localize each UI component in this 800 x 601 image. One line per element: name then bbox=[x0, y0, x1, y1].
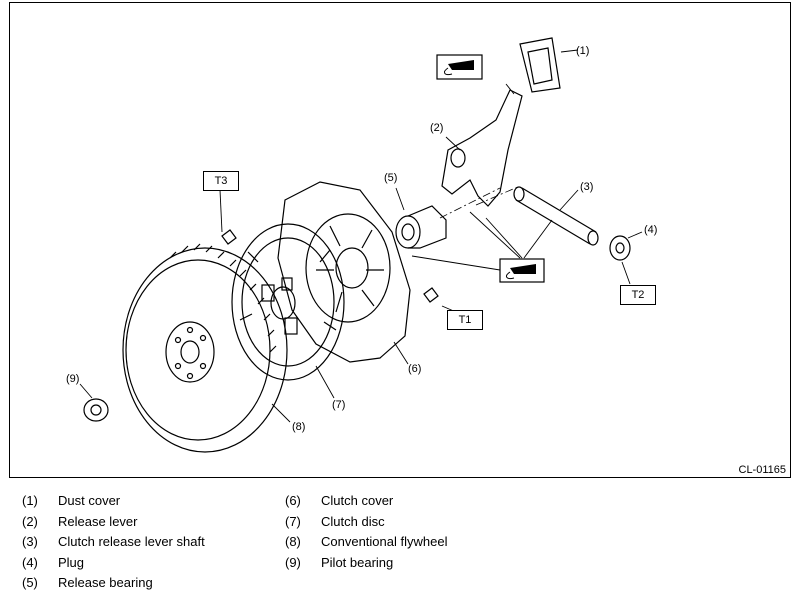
legend-item: (3)Clutch release lever shaft bbox=[22, 534, 205, 550]
clutch-cover-part bbox=[277, 181, 411, 363]
plug-part bbox=[609, 235, 631, 261]
legend-item: (7)Clutch disc bbox=[285, 513, 385, 529]
callout-2: (2) bbox=[430, 122, 443, 134]
callout-4: (4) bbox=[644, 224, 657, 236]
legend-item: (5)Release bearing bbox=[22, 575, 153, 591]
bolt-t3 bbox=[221, 229, 237, 245]
callout-9: (9) bbox=[66, 373, 79, 385]
legend-left: (1)Dust cover (2)Release lever (3)Clutch… bbox=[22, 493, 205, 596]
release-lever-shaft-part bbox=[513, 186, 599, 246]
callout-1: (1) bbox=[576, 45, 589, 57]
torque-label-t3: T3 bbox=[203, 171, 239, 191]
legend-item: (9)Pilot bearing bbox=[285, 554, 394, 570]
diagram-frame bbox=[9, 2, 791, 478]
torque-label-t2: T2 bbox=[620, 285, 656, 305]
clutch-disc-part bbox=[231, 223, 345, 381]
bolt-t1 bbox=[423, 287, 439, 303]
callout-3: (3) bbox=[580, 181, 593, 193]
diagram-code: CL-01165 bbox=[738, 464, 787, 476]
grease-applicator-icon bbox=[436, 54, 483, 80]
legend-item: (1)Dust cover bbox=[22, 493, 121, 508]
flywheel-part bbox=[122, 243, 288, 453]
release-bearing-part bbox=[395, 205, 447, 249]
legend-item: (2)Release lever bbox=[22, 513, 138, 529]
legend-item: (4)Plug bbox=[22, 554, 85, 570]
torque-label-t1: T1 bbox=[447, 310, 483, 330]
dust-cover-part bbox=[519, 37, 561, 93]
legend-item: (8)Conventional flywheel bbox=[285, 534, 448, 550]
callout-7: (7) bbox=[332, 399, 345, 411]
legend-item: (6)Clutch cover bbox=[285, 493, 394, 508]
grease-applicator-icon bbox=[499, 258, 545, 283]
alignment-lines bbox=[439, 185, 521, 219]
leader-lines bbox=[79, 49, 643, 423]
legend-right: (6)Clutch cover (7)Clutch disc (8)Conven… bbox=[285, 493, 447, 575]
release-lever-part bbox=[441, 89, 523, 207]
pilot-bearing-part bbox=[83, 398, 109, 422]
callout-5: (5) bbox=[384, 172, 397, 184]
callout-6: (6) bbox=[408, 363, 421, 375]
callout-8: (8) bbox=[292, 421, 305, 433]
